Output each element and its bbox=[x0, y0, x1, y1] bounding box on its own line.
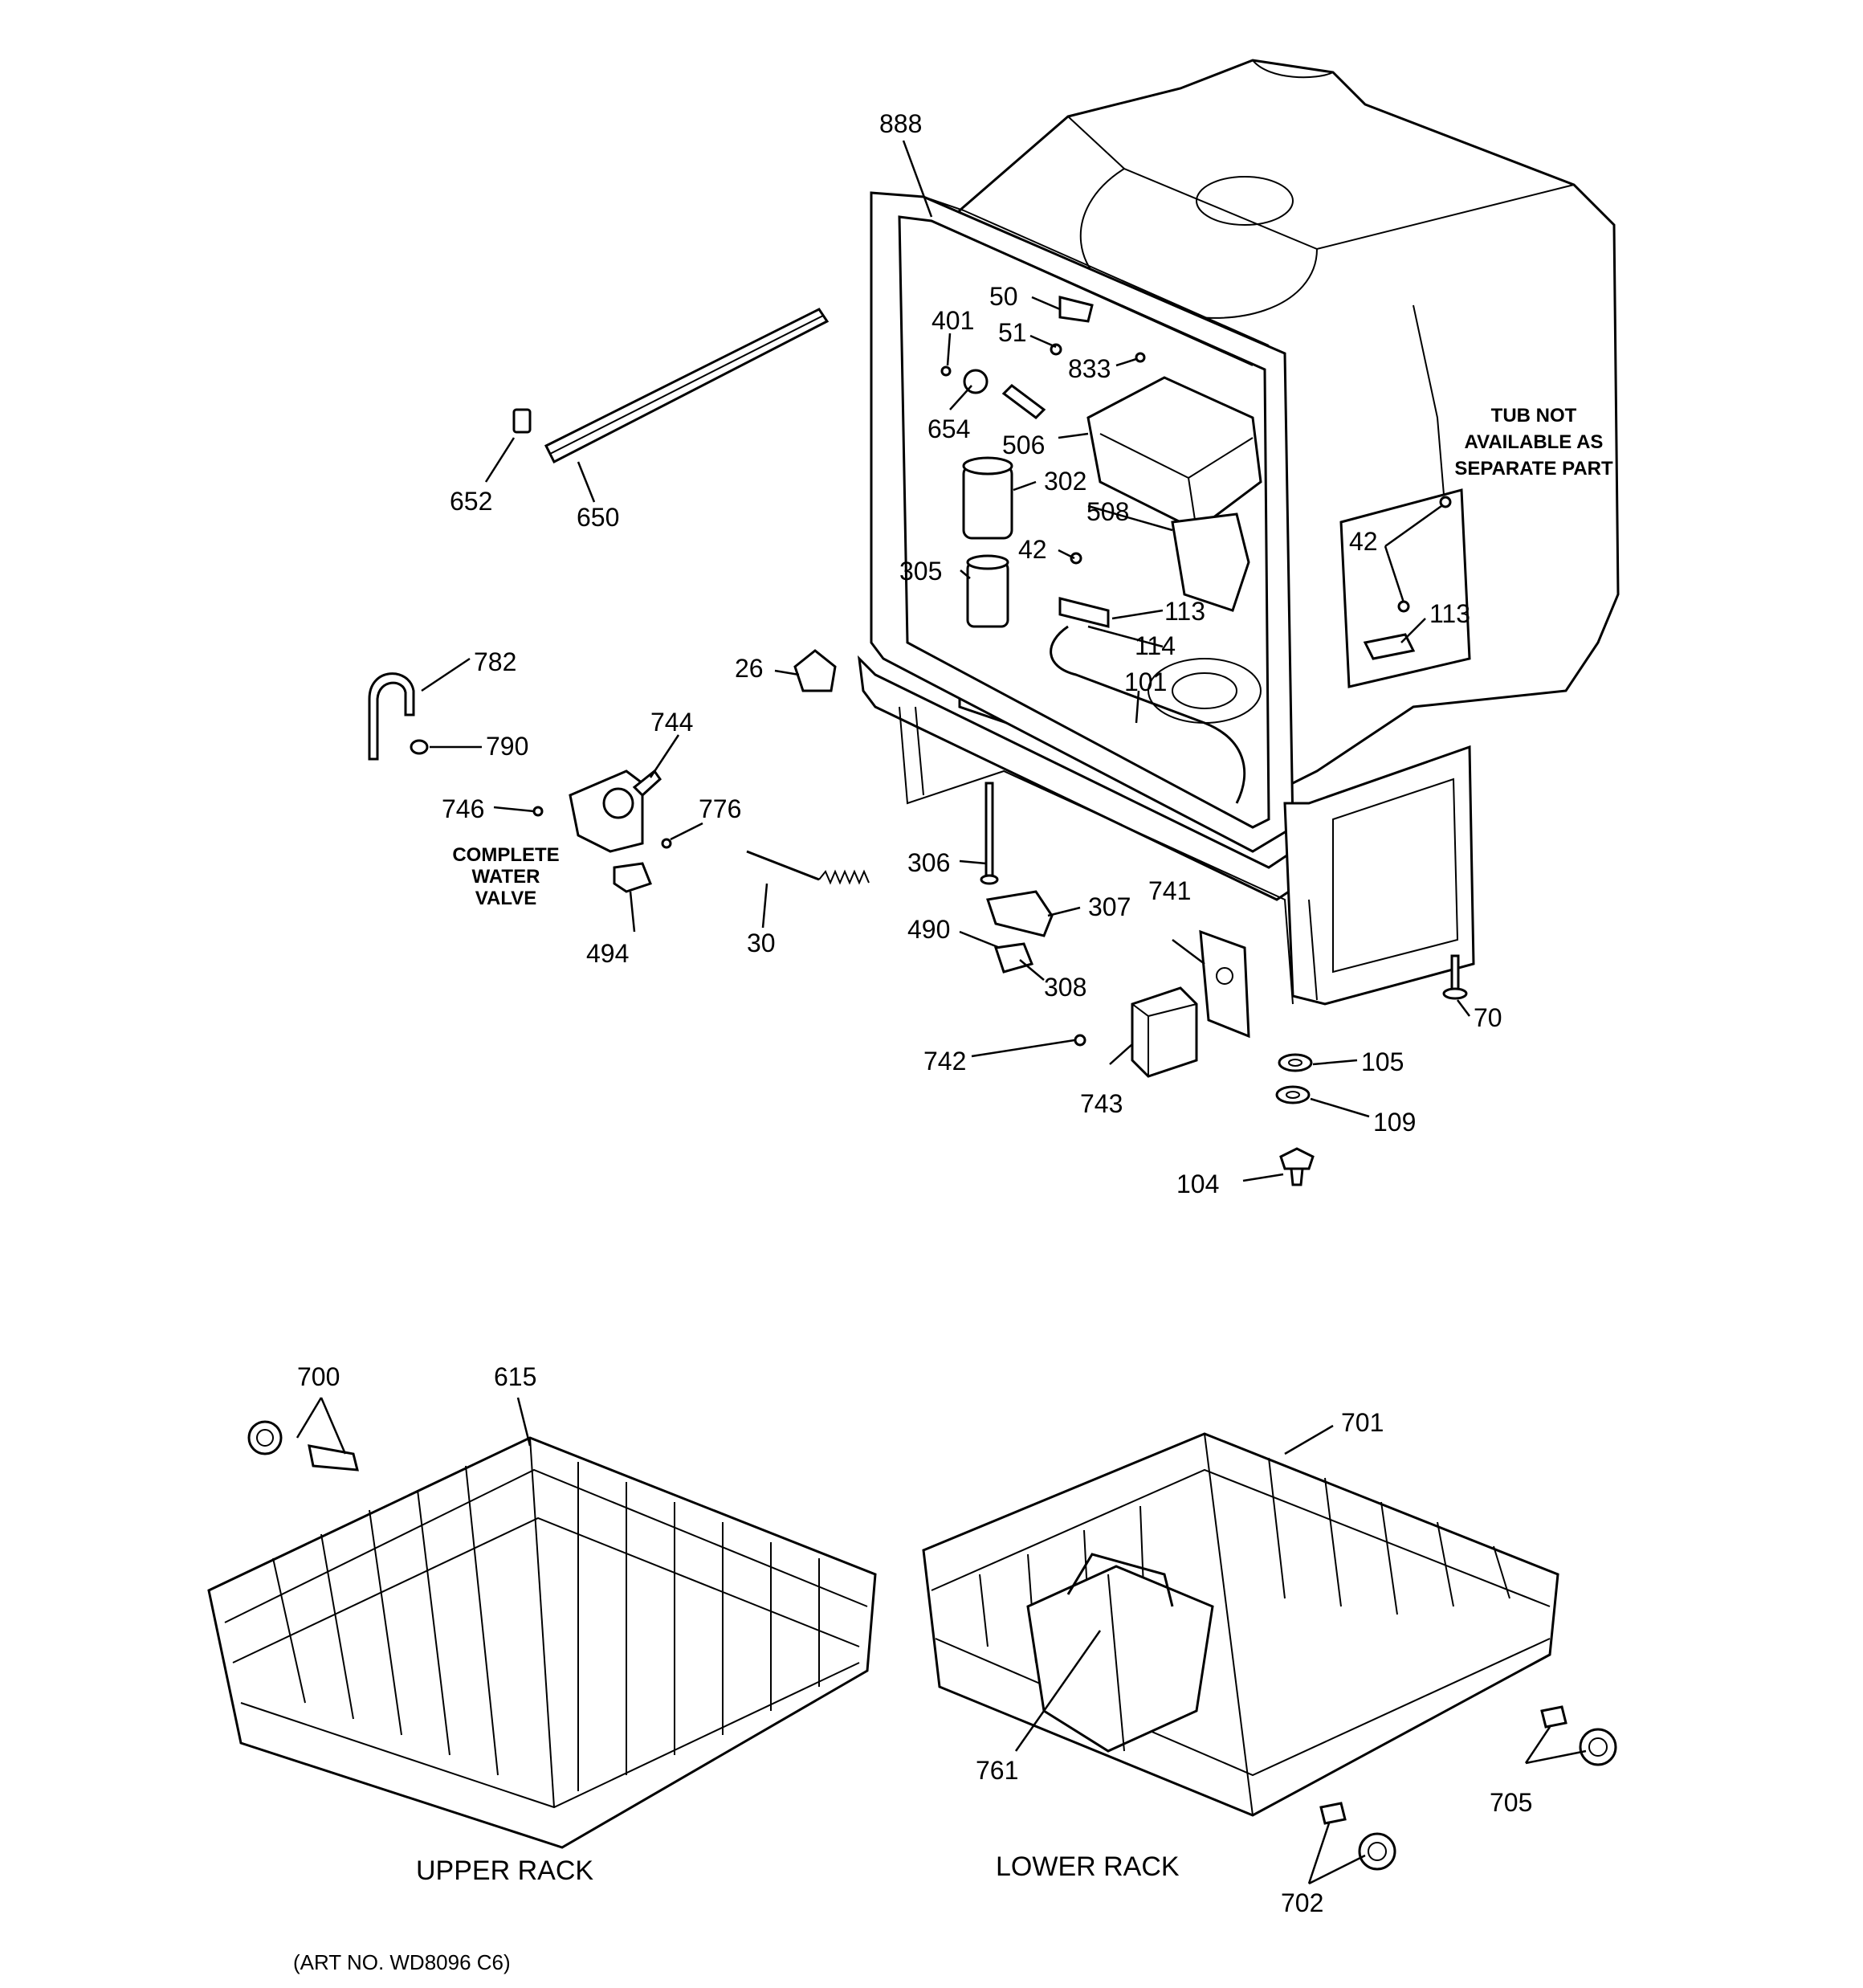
label-741: 741 bbox=[1148, 876, 1191, 905]
label-306: 306 bbox=[907, 848, 950, 877]
upper-rack-tines bbox=[272, 1462, 820, 1791]
label-742: 742 bbox=[923, 1047, 966, 1076]
label-30: 30 bbox=[747, 929, 776, 957]
tub-note-line-3: SEPARATE PART bbox=[1454, 458, 1613, 480]
label-308: 308 bbox=[1044, 973, 1086, 1002]
tub-note-line-2: AVAILABLE AS bbox=[1465, 431, 1604, 453]
tub-note-line-1: TUB NOT bbox=[1491, 405, 1577, 427]
label-401: 401 bbox=[932, 306, 974, 335]
label-761: 761 bbox=[976, 1756, 1018, 1785]
label-101: 101 bbox=[1124, 667, 1167, 696]
label-776: 776 bbox=[699, 794, 741, 823]
label-70: 70 bbox=[1474, 1003, 1502, 1032]
label-113-center: 113 bbox=[1164, 597, 1205, 626]
label-51: 51 bbox=[998, 318, 1027, 347]
label-104: 104 bbox=[1176, 1170, 1219, 1198]
upper-rack-caption: UPPER RACK bbox=[416, 1855, 593, 1886]
art-number: (ART NO. WD8096 C6) bbox=[293, 1950, 511, 1974]
label-42-right: 42 bbox=[1349, 527, 1378, 556]
label-302: 302 bbox=[1044, 467, 1086, 496]
label-114: 114 bbox=[1135, 631, 1176, 660]
label-652: 652 bbox=[450, 487, 492, 516]
label-654: 654 bbox=[927, 414, 970, 443]
label-705: 705 bbox=[1490, 1788, 1532, 1817]
valve-note-line-2: WATER bbox=[472, 866, 540, 888]
label-701: 701 bbox=[1341, 1408, 1384, 1437]
label-744: 744 bbox=[650, 708, 693, 737]
label-508: 508 bbox=[1086, 497, 1129, 526]
label-494: 494 bbox=[586, 939, 629, 968]
label-490: 490 bbox=[907, 915, 950, 944]
label-702: 702 bbox=[1281, 1888, 1323, 1917]
water-valve-note: COMPLETE WATER VALVE bbox=[452, 844, 559, 909]
part-number-labels: 888 50 401 51 833 654 506 302 508 42 305… bbox=[297, 109, 1532, 1917]
label-305: 305 bbox=[899, 557, 942, 586]
label-790: 790 bbox=[486, 732, 528, 761]
valve-note-line-3: VALVE bbox=[475, 888, 536, 909]
tub-note: TUB NOT AVAILABLE AS SEPARATE PART bbox=[1454, 405, 1613, 480]
leader-lines bbox=[296, 140, 1587, 1885]
valve-note-line-1: COMPLETE bbox=[452, 844, 559, 866]
label-782: 782 bbox=[474, 647, 516, 676]
label-743: 743 bbox=[1080, 1089, 1123, 1118]
label-700: 700 bbox=[297, 1362, 340, 1391]
lower-rack bbox=[922, 1432, 1617, 1871]
label-650: 650 bbox=[577, 503, 619, 532]
upper-rack bbox=[207, 1420, 877, 1849]
label-113-right: 113 bbox=[1429, 599, 1470, 628]
label-888: 888 bbox=[879, 109, 922, 138]
label-833: 833 bbox=[1068, 354, 1111, 383]
label-506: 506 bbox=[1002, 431, 1045, 459]
label-615: 615 bbox=[494, 1362, 536, 1391]
label-26: 26 bbox=[735, 654, 764, 683]
label-307: 307 bbox=[1088, 892, 1131, 921]
label-746: 746 bbox=[442, 794, 484, 823]
label-105: 105 bbox=[1361, 1047, 1404, 1076]
lower-rack-caption: LOWER RACK bbox=[996, 1851, 1180, 1882]
label-109: 109 bbox=[1373, 1108, 1416, 1137]
label-50: 50 bbox=[989, 282, 1018, 311]
label-42-center: 42 bbox=[1018, 535, 1047, 564]
loose-parts bbox=[368, 308, 1468, 1186]
